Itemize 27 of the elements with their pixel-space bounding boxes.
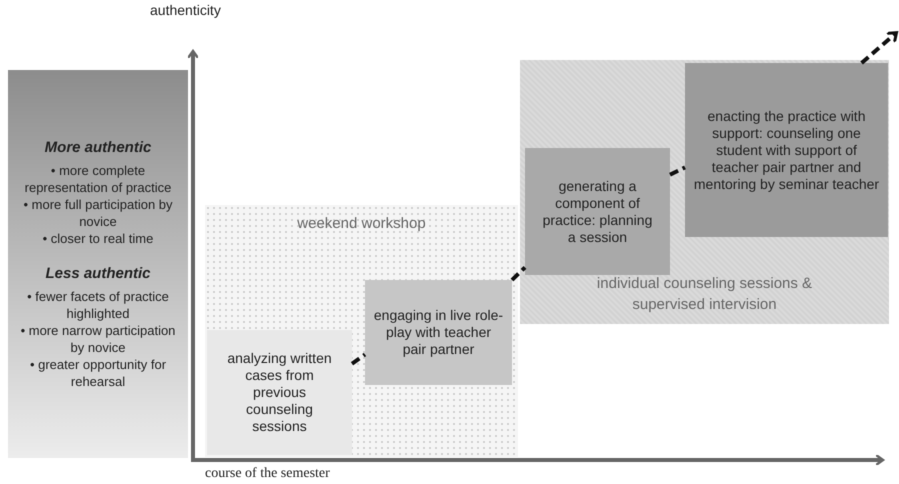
bullet-text: • more full participation by novice: [22, 196, 174, 230]
activity-text: analyzing written cases from previous counseling sessions: [226, 350, 333, 435]
bullet-text: • greater opportunity for rehearsal: [28, 356, 168, 390]
phase-band: [205, 205, 518, 457]
dashed-line: [669, 166, 686, 176]
activity-box: [365, 280, 512, 385]
activity-box: [207, 330, 352, 455]
phase-band: [520, 60, 889, 324]
band-label: individual counseling sessions & supervised intervision: [596, 274, 814, 315]
activity-text: engaging in live role-play with teacher pair partner: [373, 307, 504, 358]
bullet-text: • closer to real time: [42, 230, 154, 246]
bullet-text: • more narrow participation by novice: [20, 322, 176, 356]
heading: Less authentic: [45, 264, 151, 282]
heading: More authentic: [44, 138, 152, 156]
dashed-line: [510, 266, 526, 282]
band-label: weekend workshop: [296, 214, 427, 234]
bullet-text: • fewer facets of practice highlighted: [26, 288, 170, 322]
activity-text: enacting the practice with support: counseling one student with support of teacher pair partner and mentoring by seminar teacher: [692, 108, 880, 192]
bullet-text: • more complete representation of practice: [24, 162, 172, 196]
activity-box: [525, 148, 670, 275]
axis-label: course of the semester: [205, 466, 330, 482]
activity-box: [685, 63, 888, 237]
dashed-line: [350, 352, 366, 366]
description-panel: [8, 70, 188, 458]
activity-text: generating a component of practice: planning a session: [542, 178, 654, 246]
dashed-arrow: [860, 31, 898, 65]
axis-label: authenticity: [150, 2, 221, 18]
